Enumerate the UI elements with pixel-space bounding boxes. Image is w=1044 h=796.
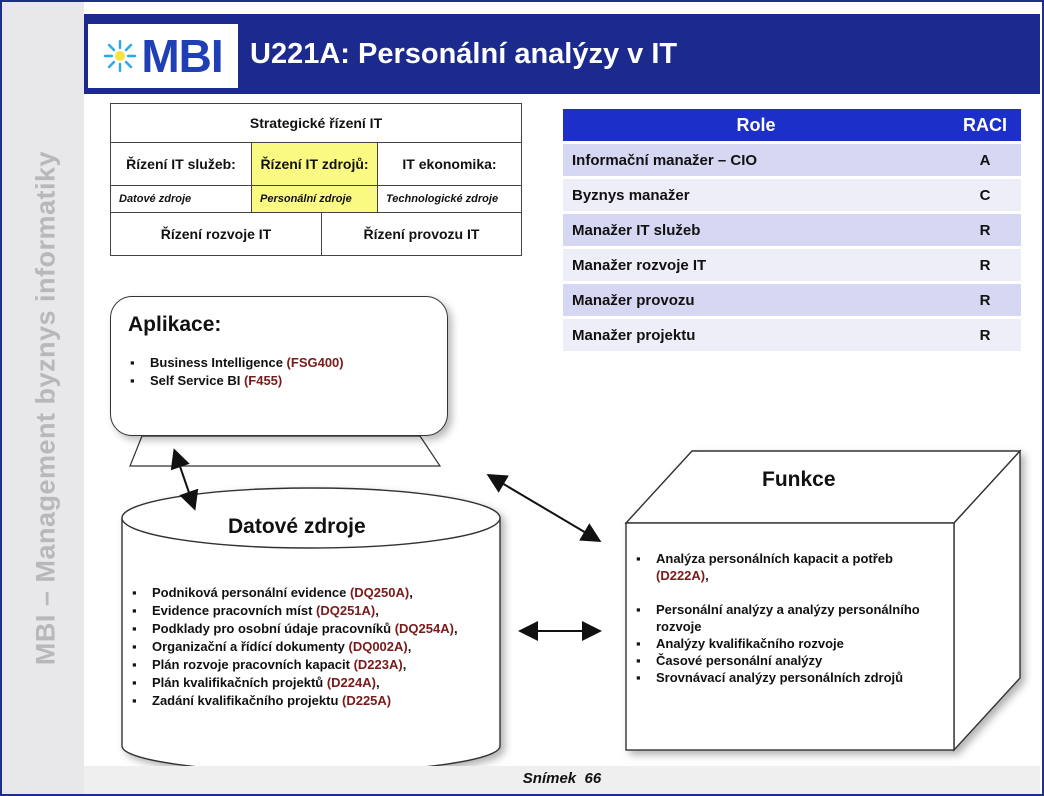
scheme-operations: Řízení provozu IT: [321, 212, 522, 256]
item-code: (F455): [243, 373, 283, 388]
raci-table: Role RACI Informační manažer – CIO A Byz…: [563, 106, 1021, 354]
side-title: MBI – Management byznys informatiky: [30, 150, 61, 666]
raci-role: Manažer rozvoje IT: [563, 249, 949, 281]
list-item: Plán rozvoje pracovních kapacit (D223A),: [130, 656, 490, 674]
item-suffix: ,: [407, 639, 412, 654]
data-sources-list: Podniková personální evidence (DQ250A), …: [130, 584, 490, 710]
list-item: Analýza personálních kapacit a potřeb (D…: [634, 550, 934, 584]
item-text: Časové personální analýzy: [656, 653, 823, 668]
list-item: Časové personální analýzy: [634, 652, 934, 669]
raci-value: C: [949, 179, 1021, 211]
list-item: Organizační a řídící dokumenty (DQ002A),: [130, 638, 490, 656]
item-code: (DQ251A): [316, 603, 376, 618]
scheme-services: Řízení IT služeb:: [110, 142, 252, 186]
list-item: Plán kvalifikačních projektů (D224A),: [130, 674, 490, 692]
list-item: Podniková personální evidence (DQ250A),: [130, 584, 490, 602]
item-suffix: ,: [453, 621, 458, 636]
item-text: Personální analýzy a analýzy personálníh…: [656, 602, 920, 634]
mbi-logo: MBI: [88, 24, 238, 88]
slide-number: Snímek 66: [84, 770, 1040, 787]
item-text: Self Service BI: [150, 373, 244, 388]
raci-value: R: [949, 249, 1021, 281]
slide-number-label: Snímek: [522, 770, 577, 787]
item-text: Evidence pracovních míst: [152, 603, 317, 618]
raci-role: Byznys manažer: [563, 179, 949, 211]
item-code: (FSG400): [286, 355, 344, 370]
item-code: (DQ254A): [394, 621, 454, 636]
item-text: Analýza personálních kapacit a potřeb: [656, 551, 893, 566]
scheme-strategic: Strategické řízení IT: [110, 103, 522, 143]
item-code: (D222A): [656, 568, 706, 583]
item-text: Organizační a řídící dokumenty: [152, 639, 349, 654]
raci-value: A: [949, 144, 1021, 176]
list-item: Personální analýzy a analýzy personálníh…: [634, 601, 934, 635]
item-text: Podniková personální evidence: [152, 585, 350, 600]
raci-value: R: [949, 319, 1021, 351]
footer-bar: Snímek 66: [84, 766, 1040, 794]
item-text: Podklady pro osobní údaje pracovníků: [152, 621, 395, 636]
item-code: (D223A): [353, 657, 403, 672]
item-code: (DQ250A): [349, 585, 410, 600]
item-code: (DQ002A): [348, 639, 408, 654]
item-text: Plán rozvoje pracovních kapacit: [152, 657, 354, 672]
list-item: Zadání kvalifikačního projektu (D225A): [130, 692, 490, 710]
list-item: Evidence pracovních míst (DQ251A),: [130, 602, 490, 620]
item-suffix: ,: [705, 568, 709, 583]
scheme-development: Řízení rozvoje IT: [110, 212, 322, 256]
slide-number-value: 66: [584, 770, 602, 787]
item-text: Business Intelligence: [150, 355, 287, 370]
item-text: Plán kvalifikačních projektů: [152, 675, 327, 690]
table-row: Manažer provozu R: [563, 284, 1021, 316]
raci-role: Manažer IT služeb: [563, 214, 949, 246]
table-row: Manažer rozvoje IT R: [563, 249, 1021, 281]
table-row: Manažer projektu R: [563, 319, 1021, 351]
item-text: Zadání kvalifikačního projektu: [152, 693, 342, 708]
table-row: Byznys manažer C: [563, 179, 1021, 211]
raci-value: R: [949, 214, 1021, 246]
table-row: Manažer IT služeb R: [563, 214, 1021, 246]
item-suffix: ,: [409, 585, 413, 600]
item-suffix: ,: [375, 675, 380, 690]
scheme-resources: Řízení IT zdrojů:: [251, 142, 378, 186]
scheme-data-sources: Datové zdroje: [110, 185, 252, 213]
sun-icon: [104, 39, 137, 73]
list-item: Srovnávací analýzy personálních zdrojů: [634, 669, 934, 686]
raci-header-raci: RACI: [949, 109, 1021, 141]
applications-list: Business Intelligence (FSG400) Self Serv…: [128, 354, 344, 390]
raci-header-role: Role: [563, 109, 949, 141]
list-item: Analýzy kvalifikačního rozvoje: [634, 635, 934, 652]
functions-title: Funkce: [762, 468, 836, 491]
data-sources-title: Datové zdroje: [228, 515, 366, 538]
raci-role: Manažer provozu: [563, 284, 949, 316]
side-band: [2, 2, 84, 794]
item-text: Srovnávací analýzy personálních zdrojů: [656, 670, 904, 685]
raci-value: R: [949, 284, 1021, 316]
item-text: Analýzy kvalifikačního rozvoje: [656, 636, 844, 651]
item-code: (D224A): [326, 675, 376, 690]
functions-list: Analýza personálních kapacit a potřeb (D…: [634, 550, 934, 686]
raci-role: Informační manažer – CIO: [563, 144, 949, 176]
list-item: Self Service BI (F455): [128, 372, 344, 390]
header-bar: [84, 14, 1040, 94]
applications-title: Aplikace:: [128, 313, 222, 336]
raci-role: Manažer projektu: [563, 319, 949, 351]
item-suffix: ,: [402, 657, 407, 672]
scheme-personnel: Personální zdroje: [251, 185, 378, 213]
logo-text: MBI: [141, 30, 223, 82]
slide-title: U221A: Personální analýzy v IT: [250, 38, 678, 70]
list-item: Podklady pro osobní údaje pracovníků (DQ…: [130, 620, 490, 638]
table-row: Informační manažer – CIO A: [563, 144, 1021, 176]
list-item: Business Intelligence (FSG400): [128, 354, 344, 372]
scheme-economics: IT ekonomika:: [377, 142, 522, 186]
item-code: (D225A): [342, 693, 392, 708]
item-suffix: ,: [375, 603, 379, 618]
scheme-technology: Technologické zdroje: [377, 185, 522, 213]
